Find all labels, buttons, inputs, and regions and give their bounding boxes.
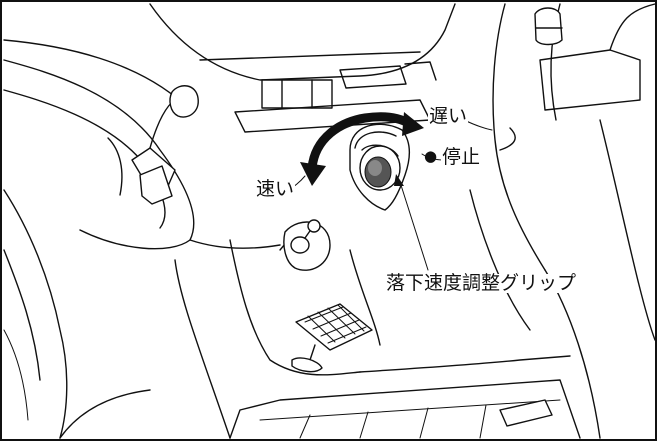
stop-marker: ● <box>424 147 438 165</box>
right-pillar <box>469 3 656 439</box>
left-lever <box>107 85 199 205</box>
rotation-arrow <box>300 112 424 186</box>
small-knob <box>283 219 331 271</box>
label-grip: 落下速度調整グリップ <box>385 272 578 294</box>
foot-pedal <box>291 303 373 373</box>
top-console <box>149 3 456 133</box>
label-slow: 遅い <box>428 105 469 127</box>
floor-panel <box>174 237 581 439</box>
label-fast: 速い <box>255 178 296 200</box>
left-fender <box>3 39 195 439</box>
speed-adjust-grip <box>359 144 401 191</box>
label-stop: 停止 <box>441 146 482 168</box>
